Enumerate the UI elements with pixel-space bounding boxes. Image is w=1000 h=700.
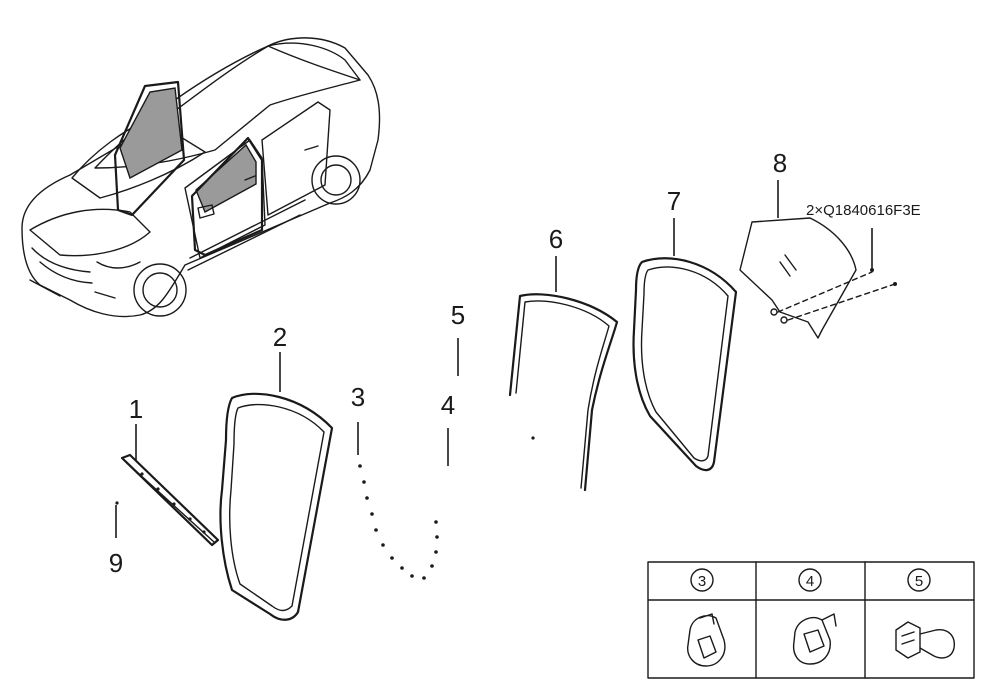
callout-3: 3 (351, 382, 365, 412)
car-overview-illustration (21, 37, 381, 318)
legend-header-5: 5 (915, 573, 923, 590)
legend-header-3-circle (690, 568, 714, 592)
part-6-glass-run-channel (508, 293, 619, 492)
callout-6: 6 (549, 224, 563, 254)
part-1-belt-molding (120, 453, 220, 547)
part-2-front-door-weatherstrip (219, 392, 334, 621)
callout-7: 7 (667, 186, 681, 216)
part-9-clip (115, 501, 119, 505)
clip-detail-legend: 3 4 5 (647, 561, 975, 679)
legend-header-4-circle (798, 568, 822, 592)
part-8-rear-door-glass (739, 217, 897, 339)
rear-door-glass-highlight (119, 87, 183, 180)
callout-8: 8 (773, 148, 787, 178)
part-7-rear-door-weatherstrip (632, 257, 738, 472)
callout-9: 9 (109, 548, 123, 578)
front-door-glass-highlight (195, 143, 257, 213)
clip-4-drawing (792, 613, 837, 665)
legend-header-5-circle (907, 568, 931, 592)
legend-header-4: 4 (806, 573, 814, 590)
callout-4: 4 (441, 390, 455, 420)
callout-5: 5 (451, 300, 465, 330)
fastener-part-code: 2×Q1840616F3E (806, 202, 921, 219)
callout-1: 1 (129, 394, 143, 424)
clip-3-drawing (687, 613, 726, 667)
part-3-clip-row (357, 422, 439, 580)
callout-2: 2 (273, 322, 287, 352)
legend-header-3: 3 (698, 573, 706, 590)
clip-5-drawing (895, 621, 955, 659)
